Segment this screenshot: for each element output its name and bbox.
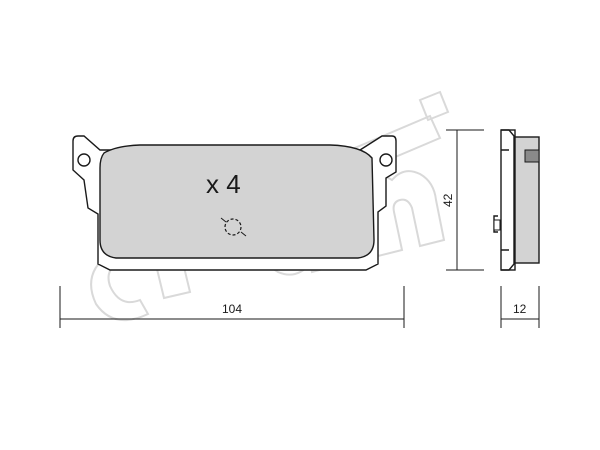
width-dimension: 104 (59, 286, 405, 328)
height-dimension: 42 (441, 129, 484, 271)
quantity-label: x 4 (206, 169, 241, 199)
brake-pad-front-view: x 4 (72, 135, 397, 271)
height-dimension-label: 42 (441, 193, 455, 207)
friction-material (99, 144, 375, 259)
thickness-dimension-label: 12 (513, 302, 527, 316)
side-backing-plate (500, 129, 516, 271)
right-ear-hole (379, 153, 393, 167)
width-dimension-label: 104 (222, 302, 242, 316)
wear-indicator-circle (224, 218, 242, 236)
brake-pad-side-view (493, 129, 540, 271)
left-ear-hole (77, 153, 91, 167)
thickness-dimension: 12 (500, 286, 540, 328)
